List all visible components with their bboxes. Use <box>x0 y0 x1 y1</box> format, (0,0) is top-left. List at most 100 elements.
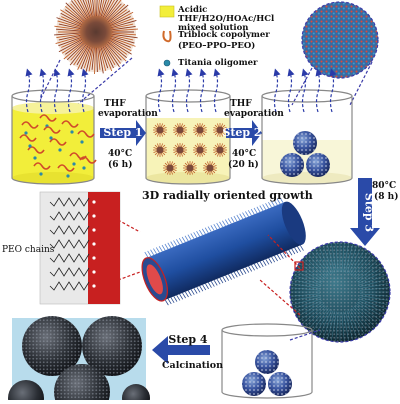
rod-spike <box>265 259 270 265</box>
red-dash-4 <box>117 271 141 281</box>
rod-spike <box>274 255 278 262</box>
rod-spike <box>253 263 258 270</box>
rod-spike <box>282 252 287 258</box>
step-2-pre: THF <box>230 99 252 109</box>
step-2-label: Step 2 <box>222 126 262 139</box>
micelle-core <box>176 146 184 154</box>
micelle-core <box>166 164 174 172</box>
micelle-ray <box>105 41 127 62</box>
copolymer-chain <box>43 126 61 134</box>
sphere-spike <box>291 293 321 297</box>
micelle-ray <box>79 0 91 20</box>
rod-spike <box>230 273 235 279</box>
micelle-ray <box>58 23 83 30</box>
sphere-spike <box>311 308 329 333</box>
evaporation-arrow <box>199 68 207 113</box>
step-2-temp: 40°C <box>232 149 257 159</box>
micelle-ray <box>55 35 83 45</box>
micelle-ray <box>77 0 90 21</box>
sphere-spike <box>315 249 331 275</box>
sphere-spike <box>352 307 372 330</box>
rod-spike <box>155 247 160 253</box>
rod-spike <box>144 251 149 258</box>
sphere-spike <box>358 298 387 309</box>
micelle-ray <box>108 16 131 27</box>
rod-spike <box>279 253 284 259</box>
micelle-ray <box>82 0 92 20</box>
sphere-spike <box>357 301 383 317</box>
rod-spike <box>250 208 255 215</box>
micelle-ray <box>92 0 95 19</box>
oxygen-node <box>92 284 96 288</box>
micelle-ray <box>96 0 98 19</box>
evaporation-arrow <box>67 68 75 113</box>
rod-spike <box>170 297 175 304</box>
rod-spike <box>193 232 198 238</box>
micelle-ray <box>65 5 86 24</box>
oligomer-zoom <box>301 1 379 79</box>
micelle-ray <box>91 45 95 70</box>
micelle-ray <box>106 40 127 59</box>
micelle-ray <box>89 0 95 19</box>
step-4-label: Step 4 <box>168 333 208 346</box>
oligomer-glyph <box>163 59 171 67</box>
rod-spike <box>222 220 226 227</box>
oxygen-node <box>92 228 96 232</box>
sphere-spike <box>348 247 361 274</box>
micelle-ray <box>64 39 85 55</box>
peo-chain <box>49 239 90 249</box>
micelle-ray <box>109 25 136 31</box>
micelle-core <box>196 126 204 134</box>
micelle-ray <box>71 0 88 22</box>
micelle-ray <box>109 32 136 36</box>
micelle-ray <box>63 40 86 60</box>
micelle-ray <box>109 35 135 44</box>
step-1-time: (6 h) <box>108 160 133 170</box>
micelle-ray <box>100 44 113 72</box>
rod-spike <box>199 285 204 292</box>
large-sphere <box>289 241 391 343</box>
micelle-ray <box>77 44 91 70</box>
zoom-dash-left <box>39 59 61 101</box>
rod-spike <box>164 243 169 250</box>
micelle-ray <box>98 45 107 71</box>
micelle-ray <box>70 42 87 61</box>
micelle-ray <box>76 43 90 66</box>
rod-spike <box>210 225 215 231</box>
step-4-arrow <box>152 336 210 364</box>
micelle-ray <box>94 0 96 19</box>
peo-chain <box>49 253 90 263</box>
copolymer-chain <box>21 121 39 129</box>
micelle-ray <box>88 45 95 72</box>
micelle-ray <box>98 0 105 19</box>
beaker-4 <box>221 323 313 399</box>
rod-spike <box>273 199 278 206</box>
sphere-spike <box>308 254 328 277</box>
micelle-core <box>156 126 164 134</box>
copolymer-chain <box>69 152 87 160</box>
rod-spike <box>164 299 169 306</box>
step-4-post: Calcination <box>162 360 224 371</box>
sphere-spike <box>327 244 336 273</box>
zoom-dash-b1 <box>289 329 321 341</box>
rod-spike <box>170 241 175 248</box>
sphere-spike <box>344 311 353 340</box>
step-3-arrow <box>350 178 380 246</box>
rod-spike <box>291 248 296 255</box>
rod-spike <box>256 206 261 213</box>
sphere-spike <box>291 283 321 289</box>
rod-spike <box>184 235 189 242</box>
micelle-ray <box>56 28 83 32</box>
rod-spike <box>201 228 206 235</box>
sphere-spike <box>359 287 389 291</box>
calcined-spheres-panel <box>8 316 150 404</box>
micelle-ray <box>97 0 103 19</box>
micelle-core <box>186 164 194 172</box>
micelle-ray <box>99 0 107 19</box>
micelle-ray <box>83 45 93 69</box>
peo-chain <box>49 225 90 235</box>
sphere-spike <box>349 309 365 335</box>
sphere-spike <box>346 245 357 274</box>
sphere-spike <box>323 310 334 339</box>
